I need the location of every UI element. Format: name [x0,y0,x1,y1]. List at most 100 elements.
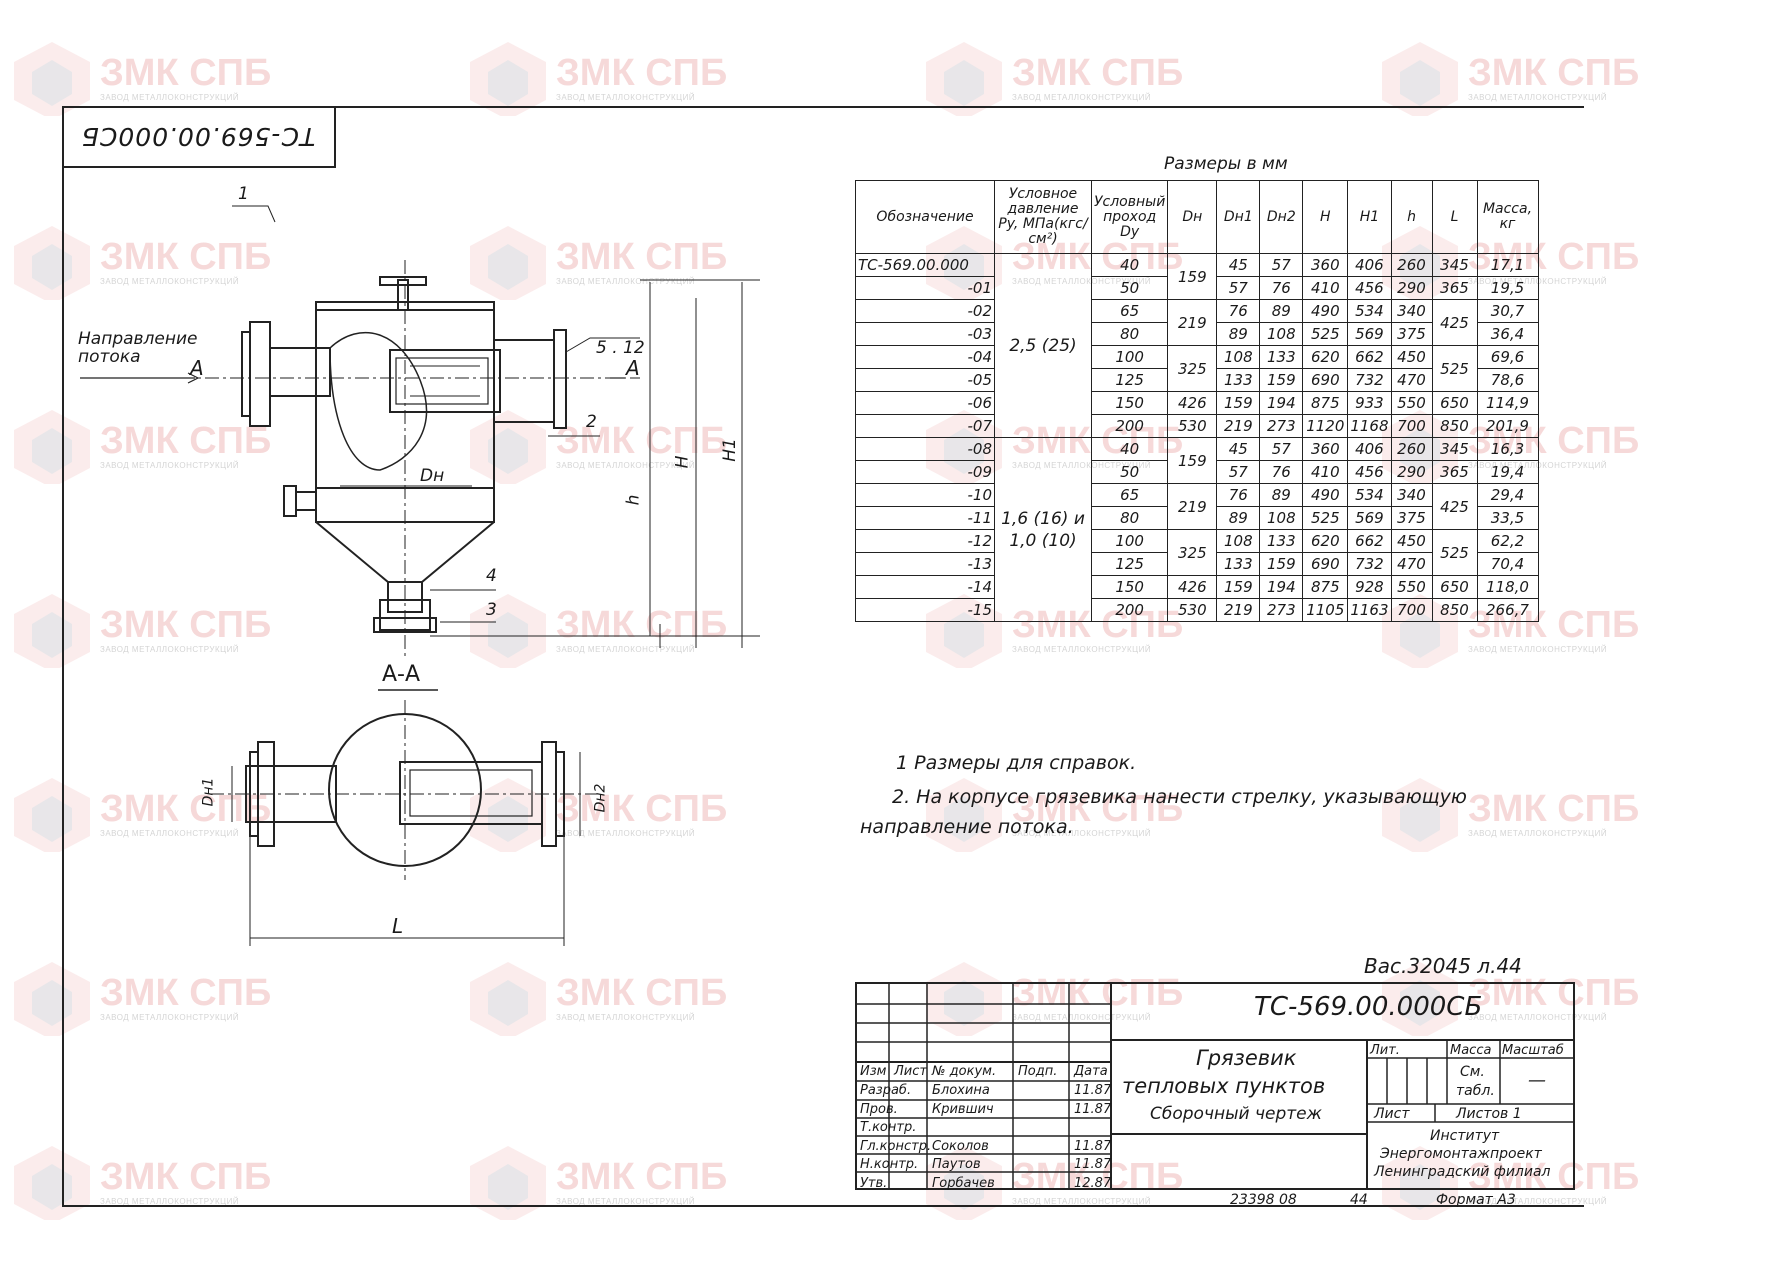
cell-H1: 569 [1347,322,1392,346]
cell-nominal-bore: 65 [1090,299,1169,323]
cell-dn2: 133 [1259,529,1304,553]
cell-H1: 456 [1347,460,1392,484]
role-name: Крившич [932,1101,994,1117]
role-date: 11.87 [1074,1101,1112,1117]
position-1-label: 1 [238,184,249,204]
role-name: Соколов [932,1138,989,1154]
cell-designation: -03 [855,322,995,346]
cell-dn1: 57 [1216,460,1261,484]
org-line1: Институт [1430,1128,1500,1144]
drawing-frame [62,106,1584,1207]
cell-nominal-bore: 125 [1090,368,1169,392]
cell-mass: 114,9 [1476,391,1539,415]
cell-H1: 534 [1347,299,1392,323]
cell-L: 850 [1431,414,1478,438]
col-dn1: Dн1 [1216,180,1261,254]
position-4-label: 4 [486,566,497,586]
cell-dn1: 133 [1216,552,1261,576]
role-name: Горбачев [932,1175,995,1191]
cell-H1: 928 [1347,575,1392,599]
cell-dn: 530 [1167,598,1218,622]
cell-H: 360 [1302,437,1349,461]
cell-dn2: 108 [1259,506,1304,530]
assembly-drawing [80,205,760,946]
cell-h: 340 [1390,483,1433,507]
cell-H1: 456 [1347,276,1392,300]
cell-dn2: 159 [1259,552,1304,576]
dn2-dimension-label: Dн2 [592,783,609,813]
cell-H1: 1168 [1347,414,1392,438]
watermark-logo-icon [1382,42,1458,116]
role-date: 11.87 [1074,1157,1112,1172]
cell-dn1: 76 [1216,483,1261,507]
cell-nominal-bore: 200 [1090,598,1169,622]
cell-L: 345 [1431,253,1478,277]
role-name: Блохина [932,1083,990,1098]
cell-nominal-bore: 150 [1090,575,1169,599]
cell-dn1: 159 [1216,575,1261,599]
cell-H1: 1163 [1347,598,1392,622]
title-block-code: ТС-569.00.000СБ [1254,992,1483,1022]
cell-L: 425 [1431,483,1478,530]
dn-dimension-label: Dн [420,466,445,486]
cell-designation: -07 [855,414,995,438]
cell-H: 360 [1302,253,1349,277]
cell-H: 490 [1302,299,1349,323]
cell-mass: 30,7 [1476,299,1539,323]
cell-mass: 29,4 [1476,483,1539,507]
cell-nominal-bore: 40 [1090,253,1169,277]
watermark-brand: ЗМК СПБ [1468,52,1640,94]
cell-dn: 325 [1167,345,1218,392]
cell-h: 290 [1390,276,1433,300]
section-aa-title: А-А [382,662,421,687]
cell-dn2: 57 [1259,253,1304,277]
pressure-b-line1: 1,6 (16) и [1001,508,1085,529]
cell-nominal-bore: 100 [1090,529,1169,553]
role-label: Гл.констр. [860,1138,932,1154]
cell-dn1: 159 [1216,391,1261,415]
cell-designation: -05 [855,368,995,392]
position-3-label: 3 [486,600,497,620]
cell-L: 425 [1431,299,1478,346]
cell-h: 260 [1390,437,1433,461]
cell-H1: 569 [1347,506,1392,530]
mass-value-1: См. [1460,1064,1485,1080]
cell-nominal-bore: 150 [1090,391,1169,415]
cell-mass: 266,7 [1476,598,1539,622]
cell-designation: -04 [855,345,995,369]
col-h: h [1390,180,1433,254]
pressure-b-line2: 1,0 (10) [1009,530,1077,551]
corner-stamp: ТС-569.00.000СБ [62,106,336,168]
cell-designation: -08 [855,437,995,461]
role-label: Т.контр. [860,1120,917,1135]
cell-L: 345 [1431,437,1478,461]
cell-H: 875 [1302,575,1349,599]
cell-L: 365 [1431,276,1478,300]
cell-mass: 70,4 [1476,552,1539,576]
cell-designation: ТС-569.00.000 [855,253,995,277]
cell-h: 290 [1390,460,1433,484]
cell-designation: -01 [855,276,995,300]
cell-dn2: 273 [1259,414,1304,438]
sheets-label: Листов 1 [1456,1106,1522,1122]
cell-nominal-bore: 40 [1090,437,1169,461]
cell-nominal-bore: 50 [1090,276,1169,300]
cell-L: 650 [1431,391,1478,415]
cell-nominal-bore: 200 [1090,414,1169,438]
cell-H1: 732 [1347,552,1392,576]
cell-mass: 19,5 [1476,276,1539,300]
cell-h: 470 [1390,552,1433,576]
col-mass: Масса, кг [1476,180,1539,254]
cell-dn: 219 [1167,299,1218,346]
cell-mass: 33,5 [1476,506,1539,530]
cell-dn2: 194 [1259,391,1304,415]
cell-H1: 534 [1347,483,1392,507]
cell-dn1: 76 [1216,299,1261,323]
title-name-line2: тепловых пунктов [1122,1074,1326,1098]
cell-dn2: 76 [1259,276,1304,300]
role-label: Утв. [860,1175,888,1191]
